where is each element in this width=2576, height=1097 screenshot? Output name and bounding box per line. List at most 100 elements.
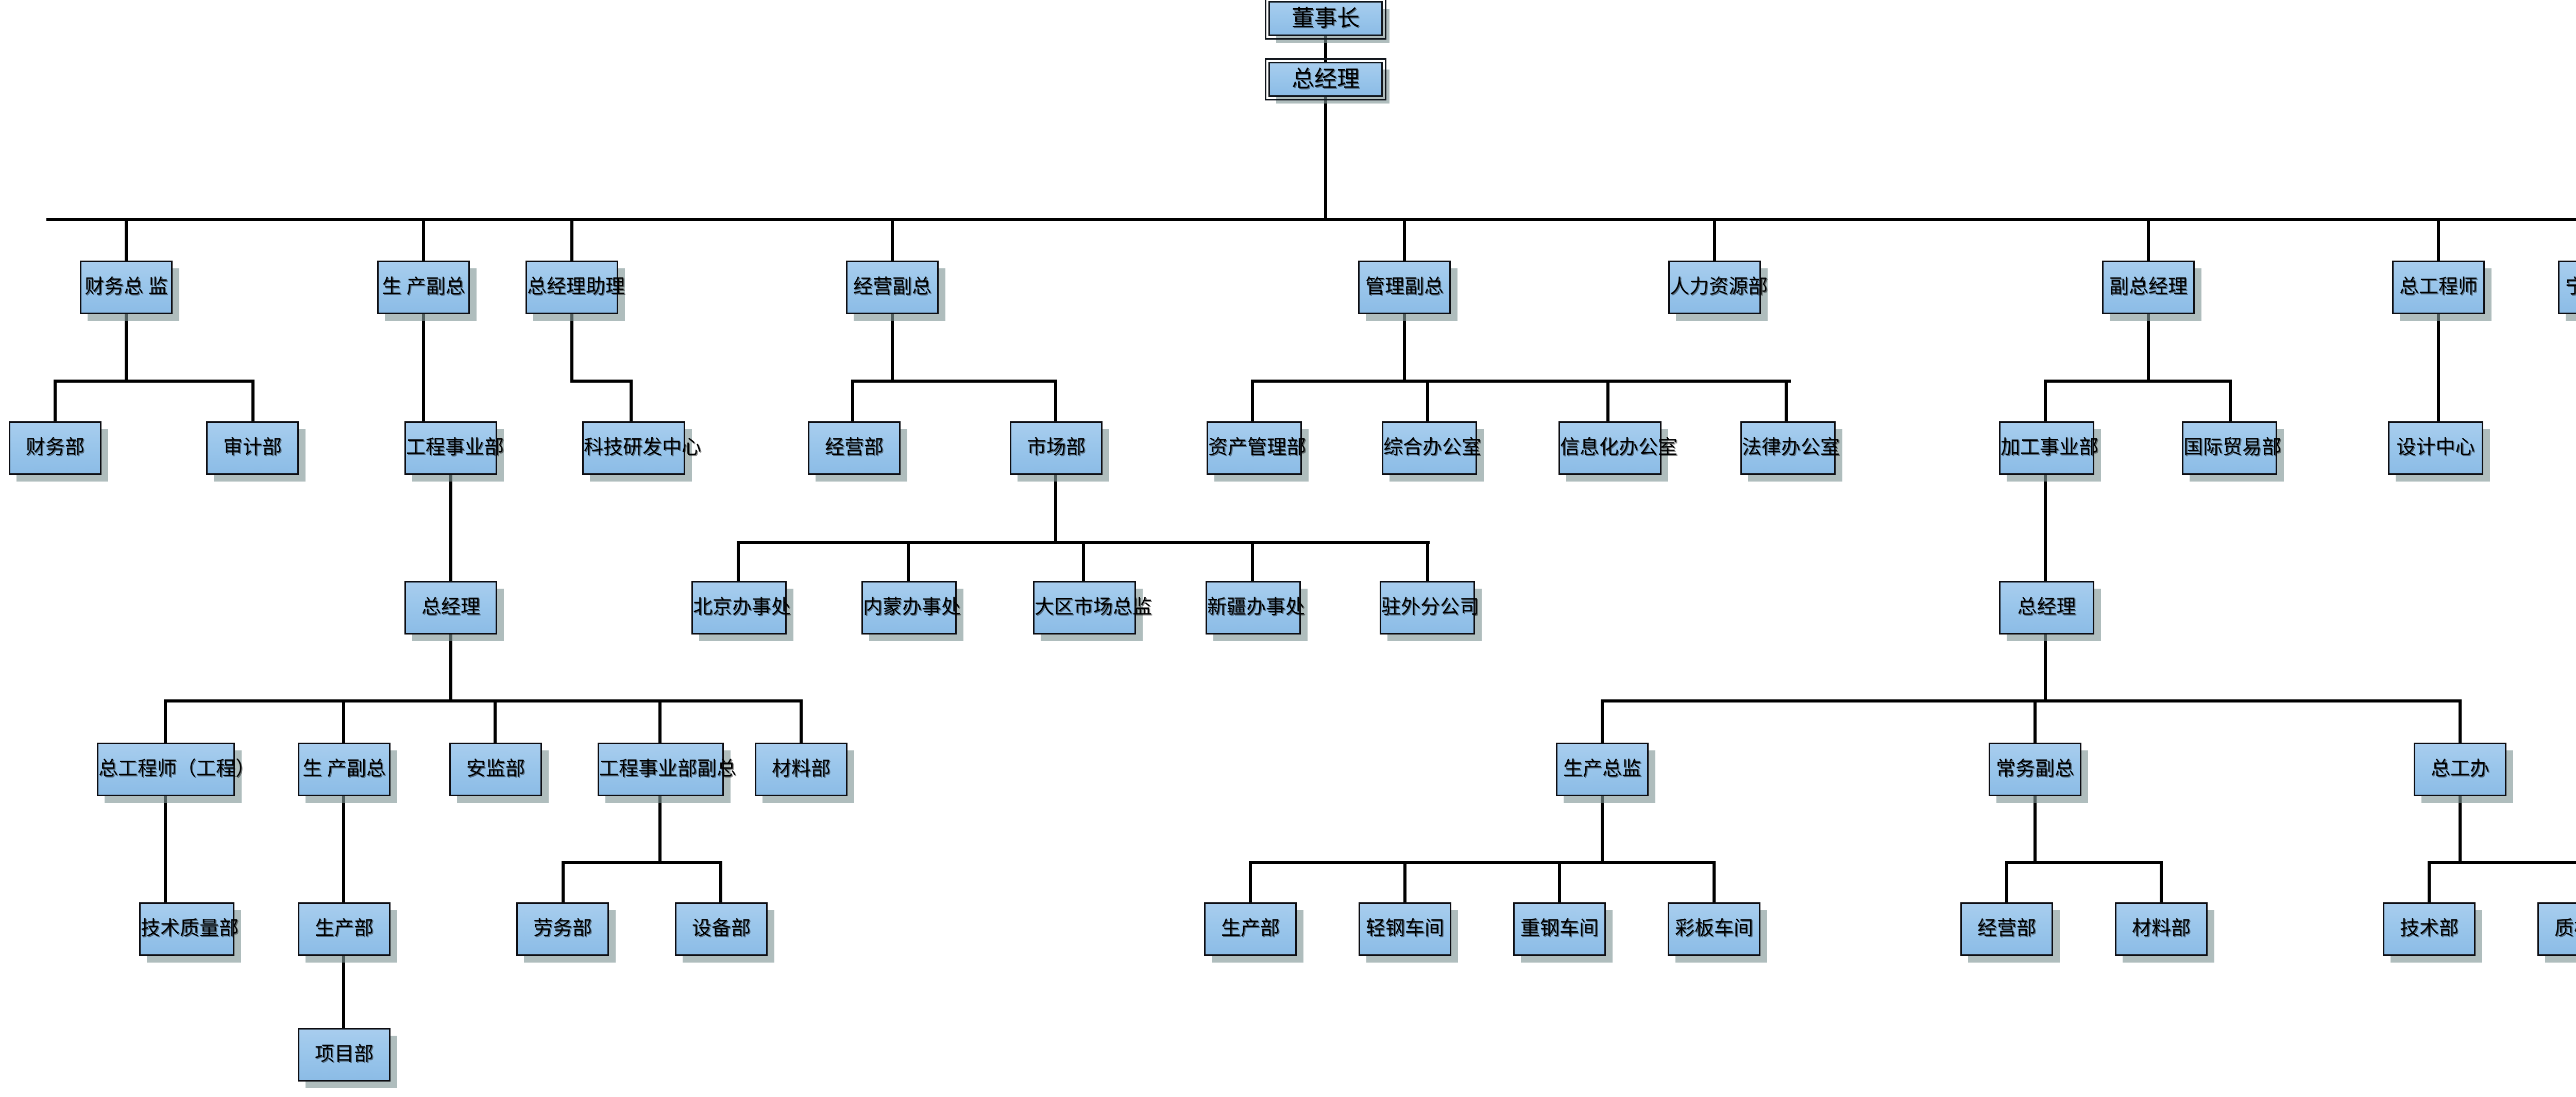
org-node[interactable]: 副总经理 bbox=[2102, 261, 2195, 314]
org-node[interactable]: 新疆办事处 bbox=[1206, 581, 1305, 635]
org-node[interactable]: 材料部 bbox=[755, 743, 848, 796]
connector-finance-bus bbox=[54, 380, 255, 383]
connector-drop-finance-dir bbox=[125, 218, 128, 262]
org-node[interactable]: 总工办 bbox=[2414, 743, 2506, 796]
org-node[interactable]: 轻钢车间 bbox=[1359, 902, 1451, 956]
org-node[interactable]: 总经理 bbox=[1265, 58, 1386, 100]
org-node[interactable]: 审计部 bbox=[206, 421, 299, 475]
org-node-label: 项目部 bbox=[314, 1043, 374, 1066]
org-node[interactable]: 信息化办公室 bbox=[1558, 421, 1677, 475]
org-node[interactable]: 总经理 bbox=[404, 581, 497, 635]
org-node-label: 驻外分公司 bbox=[1381, 596, 1480, 619]
org-node[interactable]: 市场部 bbox=[1010, 421, 1103, 475]
org-node-label: 审计部 bbox=[223, 437, 282, 459]
org-node-label: 加工事业部 bbox=[2001, 437, 2099, 459]
connector-drop-mgmt-vp bbox=[1403, 218, 1406, 262]
connector-gmassist-stem bbox=[570, 314, 573, 381]
org-node[interactable]: 重钢车间 bbox=[1513, 902, 1606, 956]
org-node-label: 科技研发中心 bbox=[584, 437, 702, 459]
org-node[interactable]: 经营部 bbox=[1960, 902, 2053, 956]
org-node[interactable]: 总工程师（工程） bbox=[97, 743, 256, 796]
connector-proddir-drop-4 bbox=[1713, 861, 1716, 905]
org-node[interactable]: 宁夏公司 bbox=[2558, 261, 2576, 314]
connector-deputygm-drop-2 bbox=[2229, 380, 2232, 423]
connector-drop-deputy-gm bbox=[2147, 218, 2150, 262]
connector-bizvp-stem bbox=[891, 314, 894, 381]
org-node-label: 技术部 bbox=[2399, 918, 2459, 940]
connector-procgm-bus bbox=[1601, 699, 2460, 702]
org-node-label: 大区市场总监 bbox=[1035, 596, 1153, 619]
org-node-label: 综合办公室 bbox=[1383, 437, 1482, 459]
org-node[interactable]: 经营副总 bbox=[846, 261, 939, 314]
org-node[interactable]: 财务总 监 bbox=[80, 261, 173, 314]
org-node[interactable]: 科技研发中心 bbox=[582, 421, 702, 475]
connector-proddir-drop-3 bbox=[1558, 861, 1561, 905]
org-node[interactable]: 生产部 bbox=[298, 902, 391, 956]
org-node[interactable]: 安监部 bbox=[449, 743, 542, 796]
org-node[interactable]: 总工程师 bbox=[2392, 261, 2485, 314]
org-node-label: 总经理 bbox=[421, 596, 480, 619]
org-node[interactable]: 设计中心 bbox=[2388, 421, 2483, 475]
connector-engdivvp-drop-2 bbox=[719, 861, 722, 905]
org-node-label: 总工程师 bbox=[2399, 276, 2478, 298]
org-node[interactable]: 工程事业部副总 bbox=[598, 743, 736, 796]
org-node[interactable]: 工程事业部 bbox=[404, 421, 504, 475]
connector-drop-hr bbox=[1713, 218, 1716, 262]
connector-mgmtvp-drop-1 bbox=[1251, 380, 1254, 423]
org-node[interactable]: 总经理 bbox=[1999, 581, 2094, 635]
org-node-label: 经营部 bbox=[1977, 918, 2036, 940]
connector-proddir-drop-2 bbox=[1403, 861, 1406, 905]
connector-bizvp-drop-2 bbox=[1054, 380, 1057, 423]
org-node[interactable]: 设备部 bbox=[675, 902, 768, 956]
org-node[interactable]: 生产总监 bbox=[1556, 743, 1649, 796]
org-node[interactable]: 劳务部 bbox=[516, 902, 609, 956]
org-node[interactable]: 资产管理部 bbox=[1207, 421, 1306, 475]
org-node-label: 彩板车间 bbox=[1674, 918, 1753, 940]
org-node[interactable]: 大区市场总监 bbox=[1033, 581, 1153, 635]
org-node[interactable]: 内蒙办事处 bbox=[861, 581, 961, 635]
org-node[interactable]: 质检部 bbox=[2537, 902, 2576, 956]
org-node-label: 重钢车间 bbox=[1520, 918, 1599, 940]
org-node[interactable]: 生 产副总 bbox=[298, 743, 391, 796]
connector-drop-chief-eng bbox=[2437, 218, 2440, 262]
org-node-label: 工程事业部 bbox=[406, 437, 504, 459]
connector-mgmtvp-stem bbox=[1403, 314, 1406, 381]
org-node[interactable]: 材料部 bbox=[2115, 902, 2208, 956]
connector-enggm-drop-3 bbox=[494, 699, 497, 745]
connector-deputygm-bus bbox=[2044, 380, 2232, 383]
org-node-label: 国际贸易部 bbox=[2183, 437, 2282, 459]
connector-level2-bus bbox=[46, 218, 2576, 221]
connector-mgmtvp-bus bbox=[1251, 380, 1791, 383]
org-node[interactable]: 财务部 bbox=[9, 421, 101, 475]
connector-chiefeng2-stem bbox=[164, 796, 167, 905]
org-node[interactable]: 管理副总 bbox=[1358, 261, 1451, 314]
org-node-label: 总工程师（工程） bbox=[98, 758, 256, 780]
org-node[interactable]: 人力资源部 bbox=[1668, 261, 1768, 314]
connector-chiefengoff-bus bbox=[2428, 861, 2576, 864]
org-node[interactable]: 董事长 bbox=[1265, 0, 1386, 40]
connector-proddir-stem bbox=[1601, 796, 1604, 863]
org-node[interactable]: 生 产副总 bbox=[377, 261, 470, 314]
connector-procgm-drop-3 bbox=[2459, 699, 2462, 745]
org-node[interactable]: 项目部 bbox=[298, 1028, 391, 1082]
org-node[interactable]: 技术质量部 bbox=[139, 902, 239, 956]
org-node[interactable]: 驻外分公司 bbox=[1380, 581, 1480, 635]
org-node-label: 生 产副总 bbox=[302, 758, 386, 780]
connector-enggm-drop-4 bbox=[658, 699, 662, 745]
org-node[interactable]: 常务副总 bbox=[1989, 743, 2081, 796]
org-node[interactable]: 加工事业部 bbox=[1999, 421, 2099, 475]
connector-prodvp2-stem bbox=[342, 796, 345, 905]
org-node[interactable]: 技术部 bbox=[2383, 902, 2476, 956]
org-node[interactable]: 总经理助理 bbox=[526, 261, 625, 314]
org-node[interactable]: 综合办公室 bbox=[1382, 421, 1482, 475]
org-node[interactable]: 北京办事处 bbox=[691, 581, 791, 635]
org-node[interactable]: 彩板车间 bbox=[1668, 902, 1760, 956]
org-node[interactable]: 国际贸易部 bbox=[2182, 421, 2282, 475]
connector-gm-stem-down bbox=[1324, 97, 1327, 219]
org-node[interactable]: 法律办公室 bbox=[1740, 421, 1840, 475]
org-node[interactable]: 生产部 bbox=[1204, 902, 1297, 956]
org-node[interactable]: 经营部 bbox=[808, 421, 901, 475]
connector-market-drop-1 bbox=[737, 541, 740, 585]
org-node-label: 人力资源部 bbox=[1670, 276, 1768, 298]
